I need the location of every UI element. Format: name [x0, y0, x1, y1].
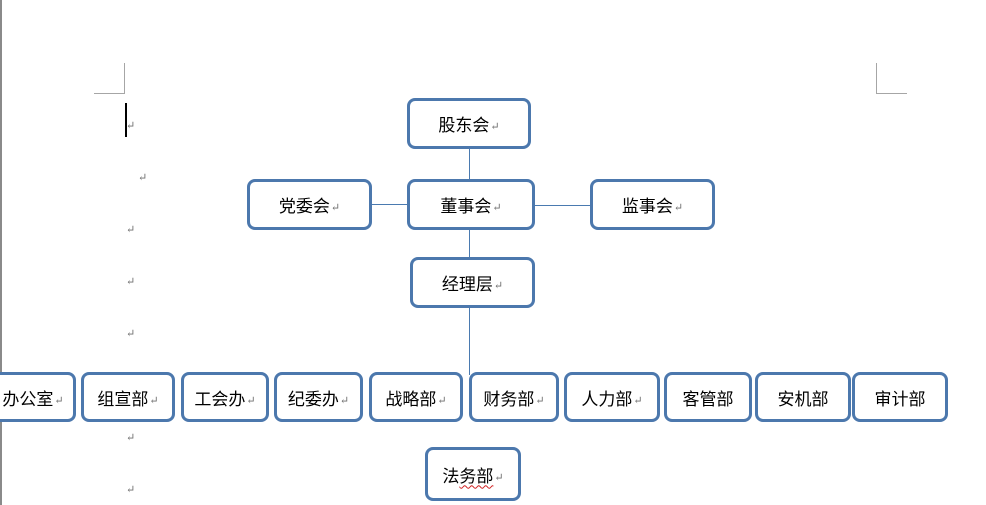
- org-box-label: 经理层: [441, 275, 493, 295]
- org-box-label: 客管部: [682, 389, 734, 410]
- org-box-label: 组宣部: [97, 389, 149, 410]
- paragraph-mark: ↵: [54, 393, 64, 407]
- org-box-department[interactable]: 办公室↵: [0, 372, 76, 422]
- org-box-label: 党委会: [278, 197, 330, 217]
- paragraph-mark: ↵: [490, 120, 500, 133]
- paragraph-mark: ↵: [492, 201, 502, 214]
- paragraph-mark: ↵: [246, 393, 256, 407]
- org-box-label: 办公室: [2, 389, 54, 410]
- paragraph-mark: ↵: [633, 393, 643, 407]
- org-box-label: 董事会: [440, 197, 492, 217]
- paragraph-mark: ↵: [437, 393, 447, 407]
- paragraph-mark: ↵: [330, 201, 341, 214]
- connector-party-board: [369, 204, 409, 205]
- org-box-label-prefix: 法: [442, 466, 460, 487]
- org-box-department[interactable]: 财务部↵: [469, 372, 559, 422]
- org-box-department[interactable]: 工会办↵: [181, 372, 269, 422]
- org-box-department[interactable]: 组宣部↵: [81, 372, 175, 422]
- paragraph-mark: ↵: [126, 483, 136, 496]
- paragraph-mark: ↵: [673, 201, 684, 214]
- paragraph-mark: ↵: [493, 279, 504, 292]
- paragraph-mark: ↵: [126, 119, 136, 132]
- connector-shareholders-board: [469, 146, 470, 182]
- paragraph-mark: ↵: [126, 275, 136, 288]
- paragraph-mark: ↵: [138, 171, 148, 184]
- org-box-label: 股东会: [438, 116, 490, 136]
- org-box-label: 审计部: [874, 389, 926, 410]
- org-box-department[interactable]: 审计部: [852, 372, 948, 422]
- org-box-label: 财务部: [483, 389, 535, 410]
- org-box-party-committee[interactable]: 党委会↵: [247, 179, 372, 230]
- org-box-label: 监事会: [621, 197, 673, 217]
- org-box-department[interactable]: 人力部↵: [564, 372, 660, 422]
- paragraph-mark: ↵: [149, 393, 159, 407]
- paragraph-mark: ↵: [494, 470, 504, 484]
- org-box-label-rest: 务部: [459, 466, 494, 487]
- page-corner-top-left: [94, 63, 125, 94]
- org-box-board[interactable]: 董事会↵: [407, 179, 535, 230]
- text-cursor: [125, 103, 127, 137]
- org-box-legal[interactable]: 法务部↵: [425, 447, 521, 501]
- org-box-supervisors[interactable]: 监事会↵: [590, 179, 715, 230]
- paragraph-mark: ↵: [535, 393, 545, 407]
- org-box-label: 纪委办: [287, 389, 339, 410]
- paragraph-mark: ↵: [126, 327, 136, 340]
- org-box-label: 人力部: [581, 389, 633, 410]
- org-box-department[interactable]: 安机部: [755, 372, 851, 422]
- paragraph-mark: ↵: [339, 393, 350, 407]
- org-box-label: 工会办: [194, 389, 246, 410]
- org-box-label: 安机部: [777, 389, 829, 410]
- org-box-shareholders[interactable]: 股东会↵: [407, 98, 531, 149]
- connector-board-supervisors: [532, 205, 592, 206]
- connector-board-management: [469, 228, 470, 260]
- connector-management-departments: [469, 305, 470, 375]
- paragraph-mark: ↵: [126, 431, 136, 444]
- org-box-department[interactable]: 战略部↵: [369, 372, 463, 422]
- paragraph-mark: ↵: [126, 223, 136, 236]
- window-left-edge: [0, 0, 2, 505]
- page-corner-top-right: [876, 63, 907, 94]
- org-box-department[interactable]: 纪委办↵: [274, 372, 363, 422]
- org-box-department[interactable]: 客管部: [664, 372, 752, 422]
- org-box-management[interactable]: 经理层↵: [410, 257, 535, 308]
- org-box-label: 战略部: [385, 389, 437, 410]
